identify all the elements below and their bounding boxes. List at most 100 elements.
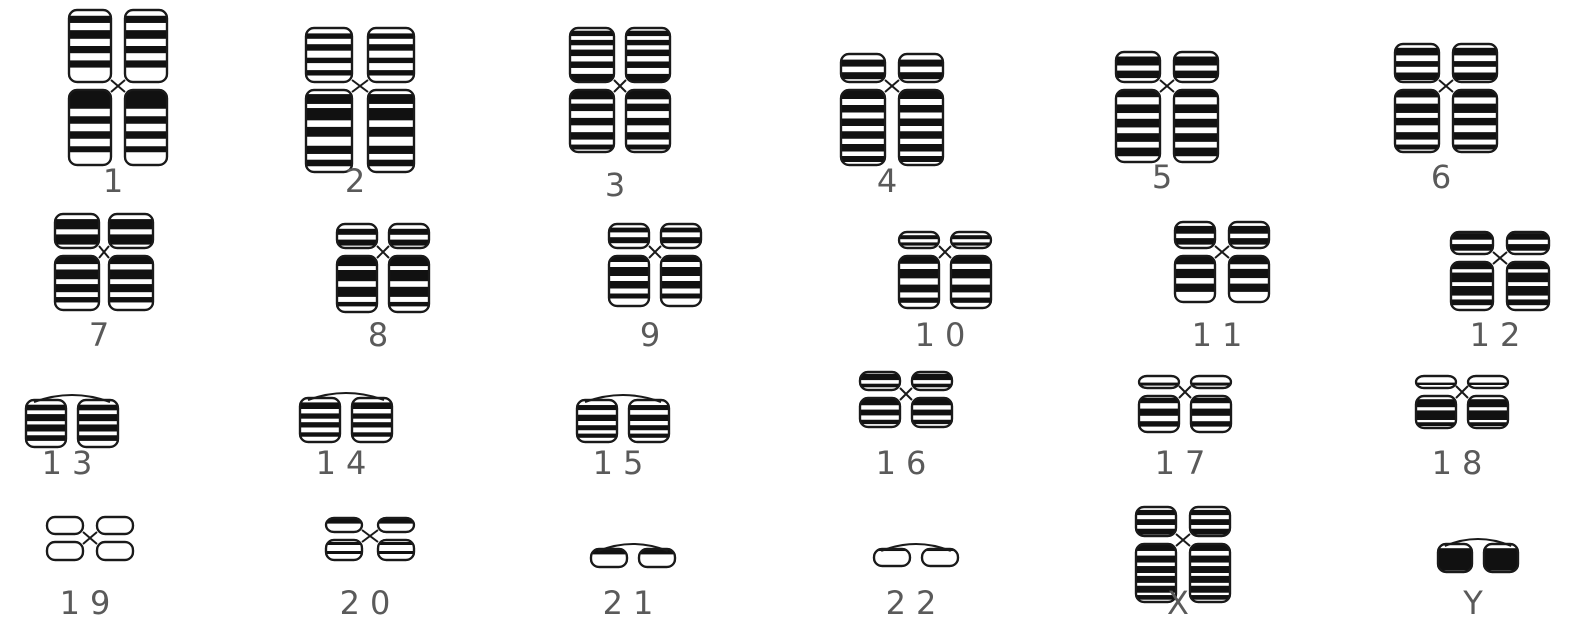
chromosome-band [306, 108, 352, 120]
chromosome-band [1174, 133, 1218, 142]
chromosome-band [125, 90, 167, 109]
chromosome-band [629, 425, 669, 430]
chromosome-band [570, 31, 614, 36]
chromosome-band [368, 44, 414, 50]
chromosome-10: 10 [899, 232, 991, 354]
chromosome-band [69, 46, 111, 53]
p-arm [97, 517, 133, 534]
centromere [1179, 386, 1191, 398]
q-arm [922, 549, 958, 566]
chromosome-band [1190, 556, 1230, 563]
chromosome-label: 3 [605, 166, 635, 204]
chromosome-band [389, 302, 429, 306]
chromosome-band [570, 104, 614, 111]
chromosome-band [841, 119, 885, 127]
chromosome-label: 13 [42, 444, 103, 482]
chromosome-band [1416, 410, 1456, 420]
chromosome-label: 6 [1431, 158, 1461, 196]
chromosome-band [609, 228, 649, 233]
centromere [1215, 246, 1229, 258]
chromosome-band [1416, 422, 1456, 426]
chromosome-band [1136, 566, 1176, 573]
chromosome-band [1507, 299, 1549, 305]
p-arm [1468, 376, 1508, 388]
chromosome-band [1451, 233, 1493, 240]
chromosome-band [1136, 556, 1176, 563]
chromosome-band [300, 432, 340, 436]
chromosome-band [352, 413, 392, 418]
chromosome-band [26, 424, 66, 431]
chromosome-band [125, 46, 167, 53]
chromosome-band [1191, 398, 1231, 403]
chromosome-band [609, 294, 649, 299]
chromosome-band [899, 60, 943, 67]
chromosome-band [626, 118, 670, 125]
p-arm [899, 232, 939, 248]
chromosome-band [609, 267, 649, 276]
chromosome-band [577, 415, 617, 421]
chromosome-label: 14 [316, 444, 377, 482]
chromosome-band [55, 297, 99, 302]
chromosome-band [1507, 273, 1549, 283]
chromosome-band [368, 94, 414, 104]
chromosome-band [1438, 548, 1472, 570]
chromosome-band [912, 384, 952, 388]
chromosome-band [629, 415, 669, 421]
chromosome-band [1136, 510, 1176, 515]
chromosome-band [841, 144, 885, 152]
chromosome-label: 16 [876, 444, 937, 482]
chromosome-band [1139, 398, 1179, 403]
chromosome-band [337, 256, 377, 266]
chromosome-band [951, 298, 991, 303]
chromosome-label: 12 [1470, 316, 1531, 354]
chromosome-label: 7 [89, 316, 119, 354]
chromosome-band [1136, 519, 1176, 525]
chromosome-band [125, 16, 167, 23]
chromosome-band [368, 108, 414, 120]
chromosome-band [899, 285, 939, 293]
chromosome-label: 22 [886, 584, 947, 622]
chromosome-band [899, 119, 943, 127]
chromosome-band [1175, 269, 1215, 278]
centromere [885, 80, 899, 92]
chromosome-4: 4 [841, 54, 943, 200]
chromosome-band [326, 542, 362, 545]
chromosome-y: Y [1438, 539, 1518, 622]
p-arm [1139, 376, 1179, 388]
chromosome-band [1190, 566, 1230, 573]
q-arm [841, 90, 885, 165]
chromosome-12: 12 [1451, 232, 1549, 354]
chromosome-band [626, 31, 670, 36]
chromosome-band [78, 405, 118, 411]
chromosome-band [389, 229, 429, 235]
chromosome-band [78, 414, 118, 421]
chromosome-x: X [1136, 507, 1230, 622]
chromosome-band [609, 281, 649, 289]
centromere [352, 80, 368, 92]
chromosome-label: 17 [1155, 444, 1216, 482]
chromosome-band [577, 425, 617, 430]
chromosome-band [570, 61, 614, 67]
chromosome-band [1174, 71, 1218, 79]
centromere [83, 532, 97, 544]
chromosome-band [661, 294, 701, 299]
chromosome-band [1395, 61, 1439, 67]
chromosome-band [570, 145, 614, 150]
chromosome-band [1174, 57, 1218, 66]
chromosome-band [860, 420, 900, 424]
chromosome-band [951, 269, 991, 278]
chromosome-band [1174, 104, 1218, 113]
chromosome-band [368, 146, 414, 154]
chromosome-band [1507, 244, 1549, 251]
chromosome-band [1175, 284, 1215, 292]
chromosome-band [1191, 409, 1231, 416]
chromosome-band [1229, 226, 1269, 234]
chromosome-band [1139, 409, 1179, 416]
chromosome-band [55, 270, 99, 280]
chromosome-band [1451, 244, 1493, 251]
chromosome-band [570, 118, 614, 125]
chromosome-band [1190, 529, 1230, 535]
chromosome-band [1468, 399, 1508, 407]
chromosome-band [1116, 119, 1160, 128]
chromosome-band [1395, 118, 1439, 125]
